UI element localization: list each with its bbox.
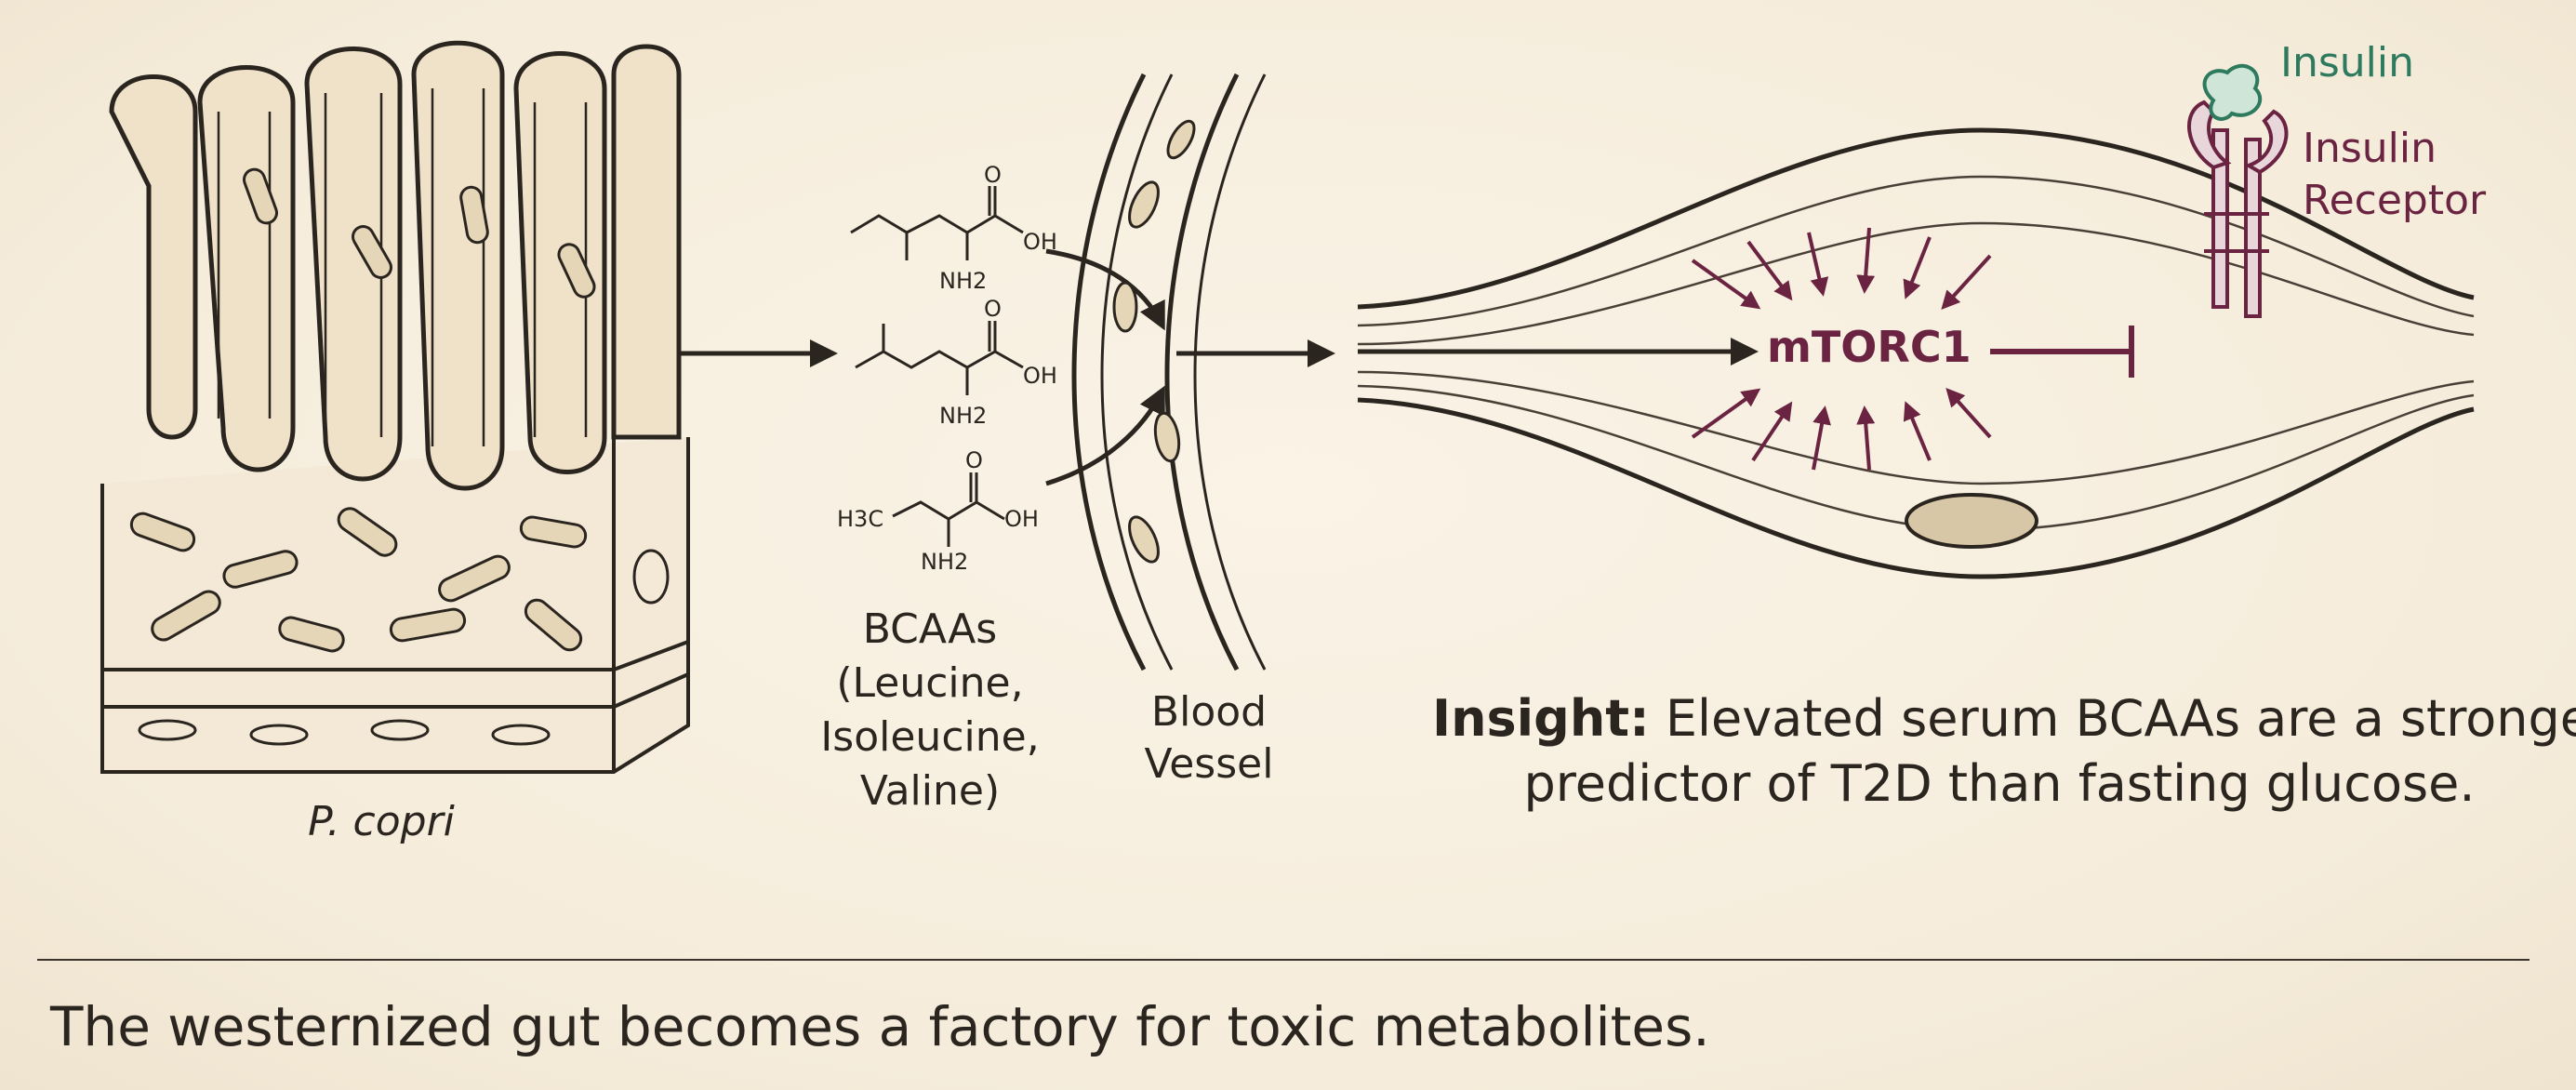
caption-text: The westernized gut becomes a factory fo… [50,995,1710,1058]
blood-vessel-label: Blood Vessel [1116,686,1302,791]
insulin-molecule [2205,66,2261,119]
leucine-structure [851,186,1023,260]
atom-oh-3: OH [1004,506,1039,532]
gut-bacteria-label: P. copri [232,798,530,845]
bcaa-names-line1: (Leucine, [790,657,1069,711]
insight-prefix: Insight: [1432,689,1650,748]
insulin-label: Insulin [2280,39,2414,86]
mtorc1-label: mTORC1 [1767,322,1972,372]
atom-o-2: O [984,296,1002,322]
vessel-label-line1: Blood [1116,686,1302,738]
insight-line1: Insight: Elevated serum BCAAs are a stro… [1432,686,2567,751]
gut-tissue-illustration [102,43,688,772]
atom-nh2-2: NH2 [939,403,987,429]
blood-vessel-illustration [1074,74,1265,670]
valine-structure [893,472,1004,547]
receptor-label-line1: Insulin [2303,123,2486,175]
bcaa-molecules [851,186,1023,547]
insight-text: Insight: Elevated serum BCAAs are a stro… [1432,686,2567,817]
atom-o-3: O [965,447,983,473]
bcaa-label: BCAAs (Leucine, Isoleucine, Valine) [790,603,1069,818]
atom-o-1: O [984,162,1002,188]
nucleus [1906,495,2037,547]
receptor-label-line2: Receptor [2303,175,2486,227]
bcaa-names-line2: Isoleucine, [790,711,1069,764]
atom-oh-2: OH [1023,363,1057,389]
isoleucine-structure [856,321,1023,395]
atom-h3c: H3C [837,506,883,532]
vessel-label-line2: Vessel [1116,738,1302,791]
atom-nh2-1: NH2 [939,268,987,294]
insulin-receptor-illustration [2189,102,2287,316]
insulin-receptor-label: Insulin Receptor [2303,123,2486,227]
bcaa-names-line3: Valine) [790,764,1069,818]
insight-text-line1: Elevated serum BCAAs are a stronger [1650,689,2576,748]
bcaa-title: BCAAs [790,603,1069,657]
insight-text-line2: predictor of T2D than fasting glucose. [1432,751,2567,817]
atom-nh2-3: NH2 [921,549,968,575]
bcaa-atom-labels: O OH NH2 O OH NH2 O OH NH2 H3C [837,162,1057,575]
mtorc1-inhibition-line [1990,326,2131,378]
